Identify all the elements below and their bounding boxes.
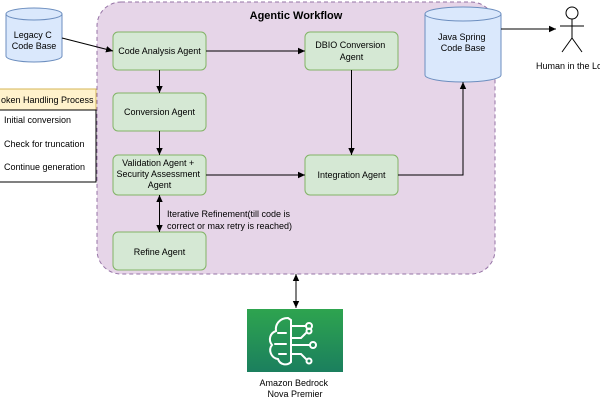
human-in-the-loop[interactable]: Human in the Lo [536, 6, 600, 71]
code-analysis-agent[interactable]: Code Analysis Agent [112, 31, 207, 71]
refine-agent[interactable]: Refine Agent [112, 231, 207, 271]
integration-agent-label: Integration Agent [317, 170, 386, 180]
edge-legacy-to-code-analysis [61, 37, 114, 53]
token-step-continue-generation[interactable]: Continue generation [4, 162, 85, 172]
dbio-conversion-agent-label: DBIO Conversion Agent [315, 40, 388, 62]
token-handling-steps-box [0, 109, 97, 183]
validation-security-agent[interactable]: Validation Agent + Security Assessment A… [112, 154, 207, 196]
validation-security-agent-label: Validation Agent + Security Assessment A… [116, 158, 202, 190]
iterative-refinement-label: Iterative Refinement(till code is correc… [167, 209, 293, 231]
edge-integration-to-java-spring [398, 82, 467, 176]
person-icon [560, 6, 584, 53]
conversion-agent[interactable]: Conversion Agent [112, 92, 207, 132]
java-spring-code-base[interactable]: Java Spring Code Base [424, 6, 502, 83]
bedrock-label: Amazon Bedrock Nova Premier [259, 378, 330, 399]
code-analysis-agent-label: Code Analysis Agent [118, 46, 201, 56]
brain-circuit-graphic [268, 316, 317, 366]
token-handling-title: oken Handling Process [1, 95, 94, 105]
token-handling-process: oken Handling Process Initial conversion… [0, 88, 97, 183]
java-spring-label: Java Spring Code Base [438, 32, 488, 53]
dbio-conversion-agent[interactable]: DBIO Conversion Agent [304, 31, 399, 71]
human-label: Human in the Lo [536, 61, 600, 71]
legacy-c-code-base[interactable]: Legacy C Code Base [5, 7, 63, 63]
conversion-agent-label: Conversion Agent [124, 107, 196, 117]
refine-agent-label: Refine Agent [134, 247, 186, 257]
amazon-bedrock-nova-premier[interactable]: Amazon Bedrock Nova Premier [247, 309, 343, 399]
legacy-c-label: Legacy C Code Base [12, 30, 57, 51]
token-step-initial-conversion[interactable]: Initial conversion [4, 115, 71, 125]
bedrock-brain-icon [247, 309, 343, 372]
integration-agent[interactable]: Integration Agent [304, 154, 399, 196]
token-step-check-truncation[interactable]: Check for truncation [4, 139, 85, 149]
agentic-workflow-title: Agentic Workflow [250, 10, 343, 22]
